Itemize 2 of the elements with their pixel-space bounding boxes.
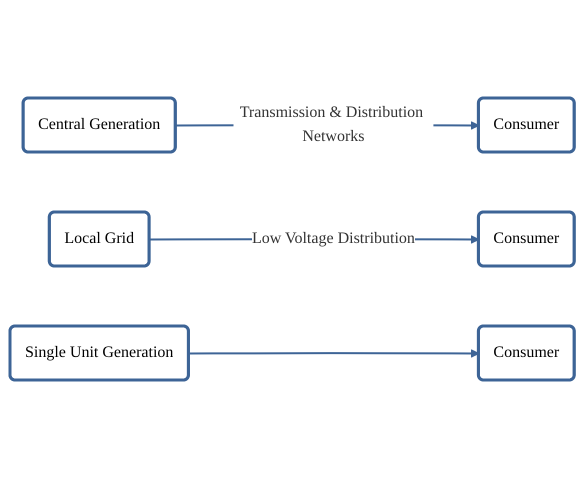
edge-label: Low Voltage Distribution <box>252 230 416 247</box>
edge-label: Transmission & Distribution Networks <box>240 104 424 145</box>
